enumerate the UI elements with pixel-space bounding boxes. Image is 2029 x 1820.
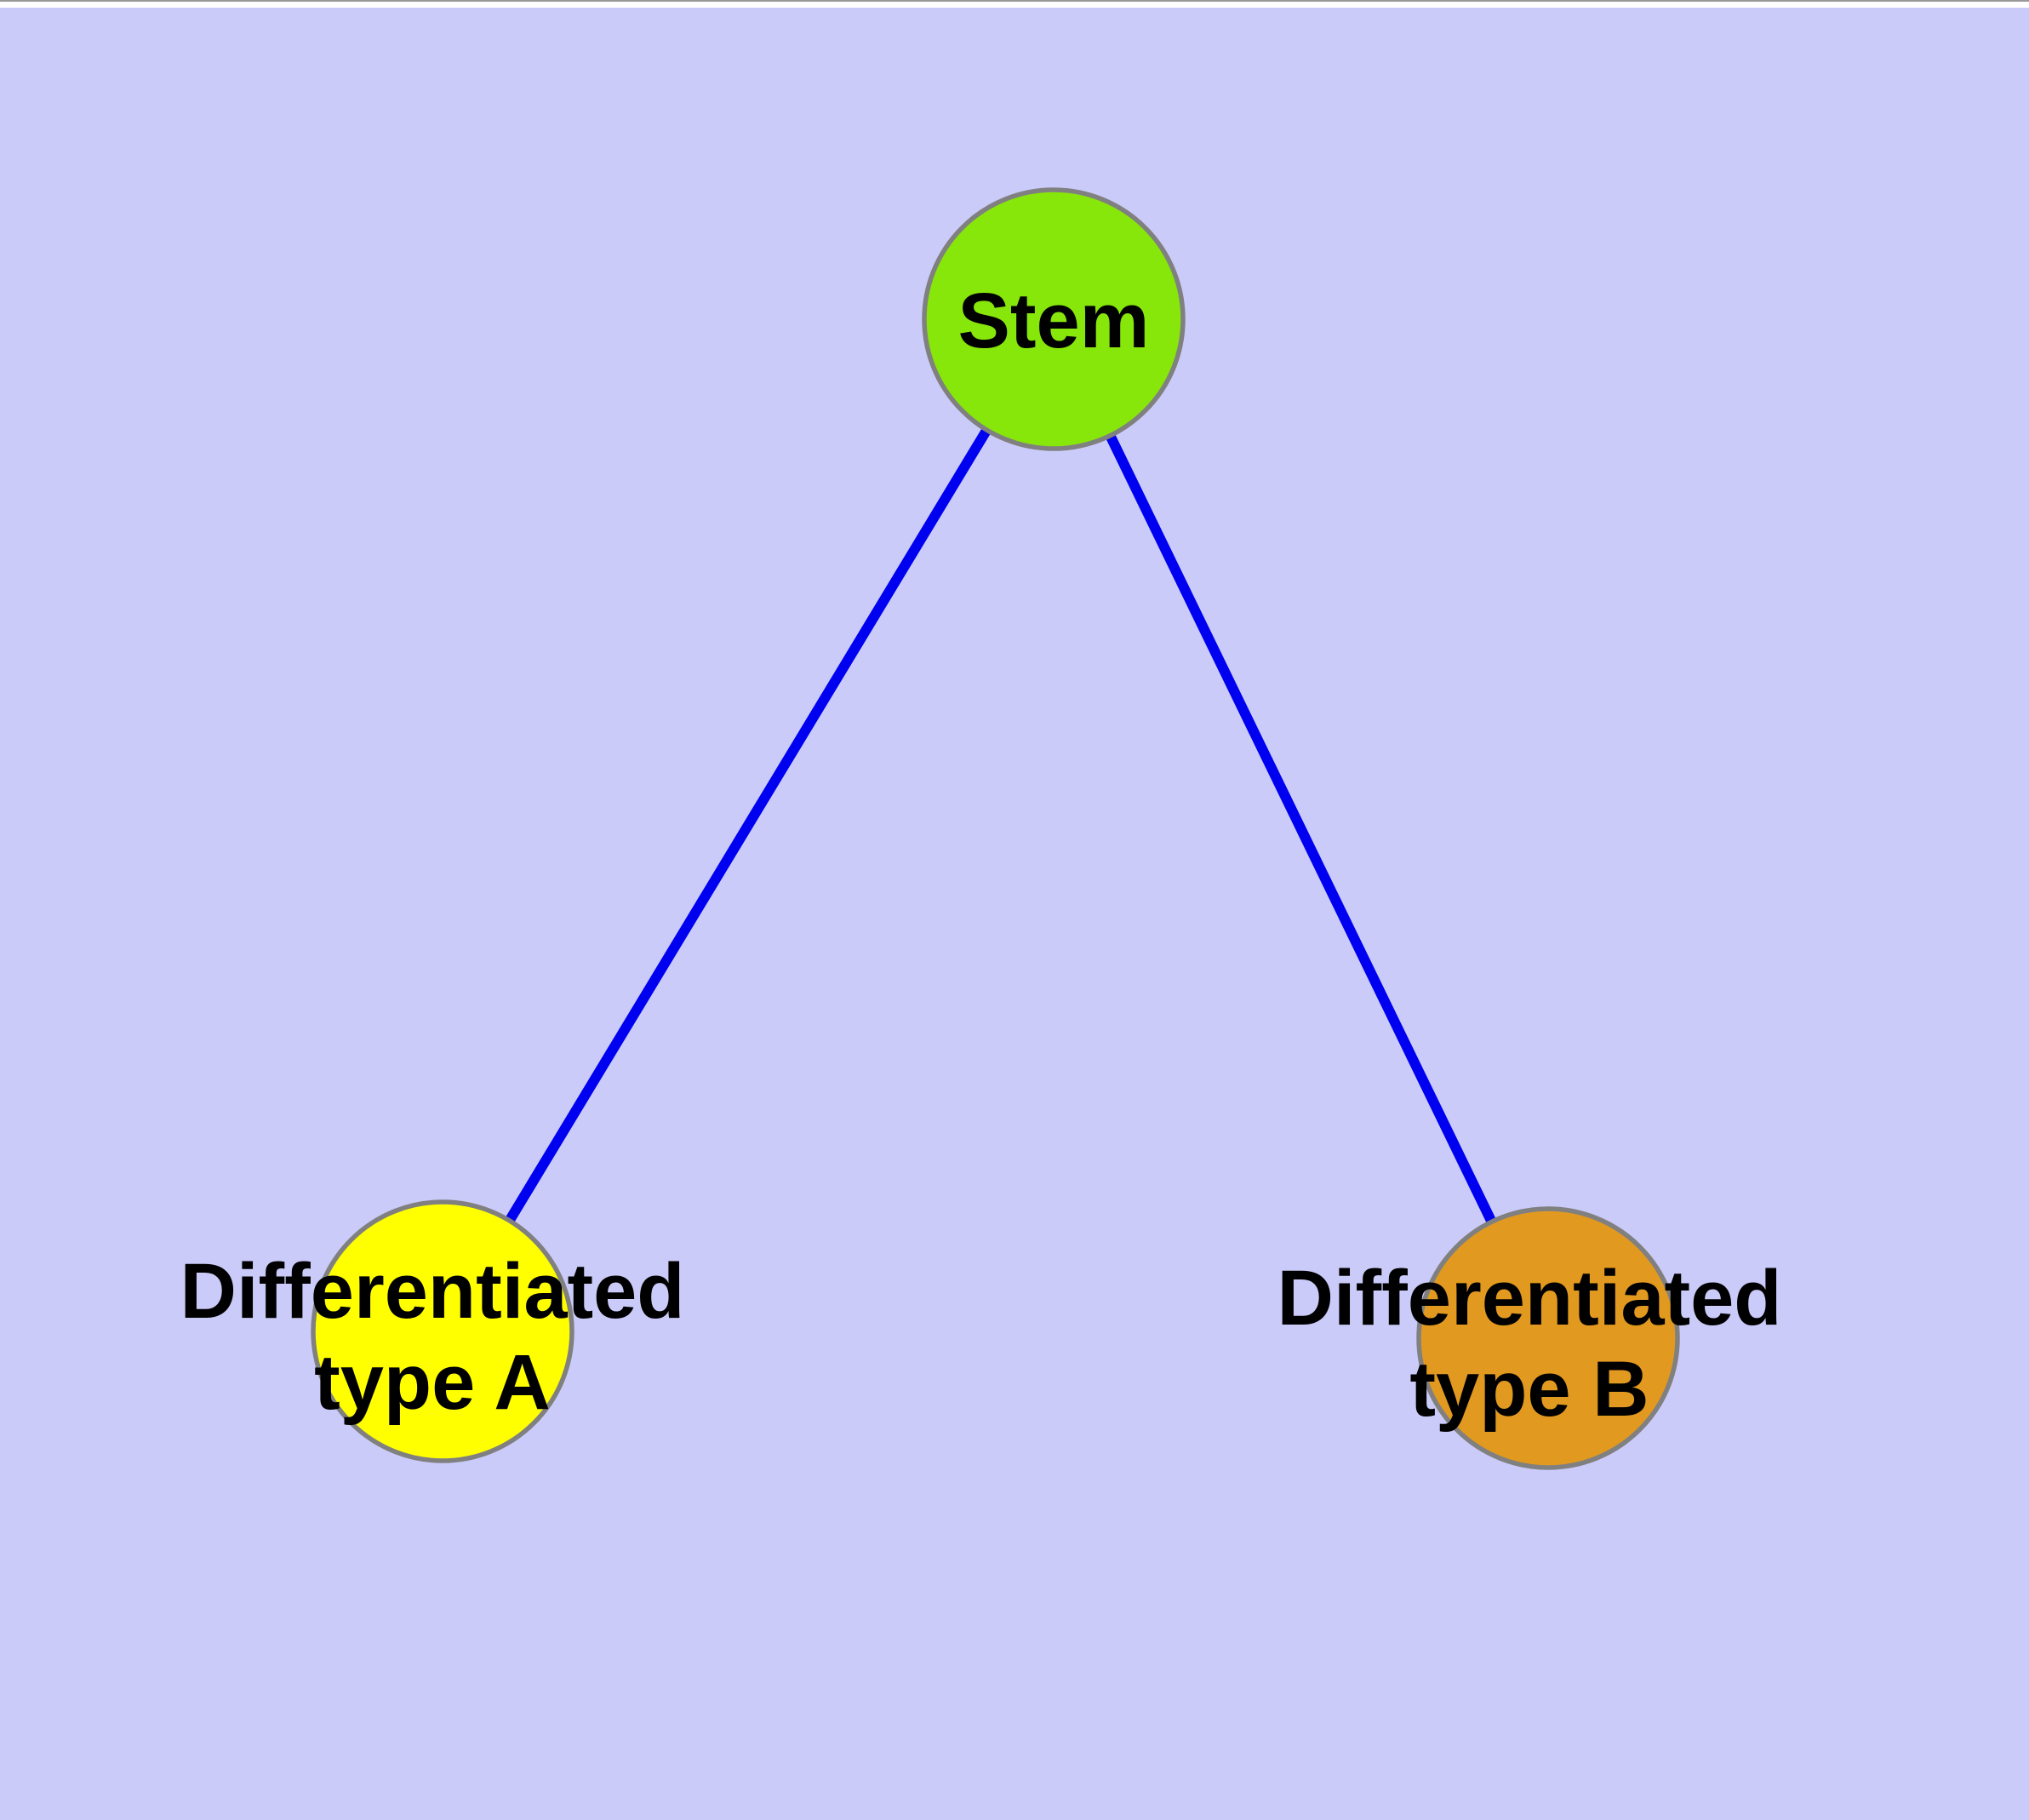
node-differentiated-type-b-label-line2: type B <box>1409 1346 1649 1433</box>
edge-stem-to-type-b <box>1049 317 1553 1341</box>
node-stem-circle <box>922 187 1186 451</box>
node-differentiated-type-b-label-line1: Differentiated <box>1277 1255 1782 1342</box>
node-differentiated-type-a-label-line1: Differentiated <box>180 1248 685 1335</box>
node-stem-label: Stem <box>958 278 1150 364</box>
node-differentiated-type-b: Differentiated type B <box>1277 1206 1782 1470</box>
node-differentiated-type-a-label-line2: type A <box>314 1339 551 1426</box>
node-stem: Stem <box>922 187 1186 451</box>
node-differentiated-type-b-circle <box>1416 1206 1680 1470</box>
node-differentiated-type-a-circle <box>311 1199 574 1463</box>
edge-stem-to-type-a <box>437 316 1059 1335</box>
top-edge-line <box>0 0 2029 2</box>
node-differentiated-type-a: Differentiated type A <box>180 1199 685 1463</box>
